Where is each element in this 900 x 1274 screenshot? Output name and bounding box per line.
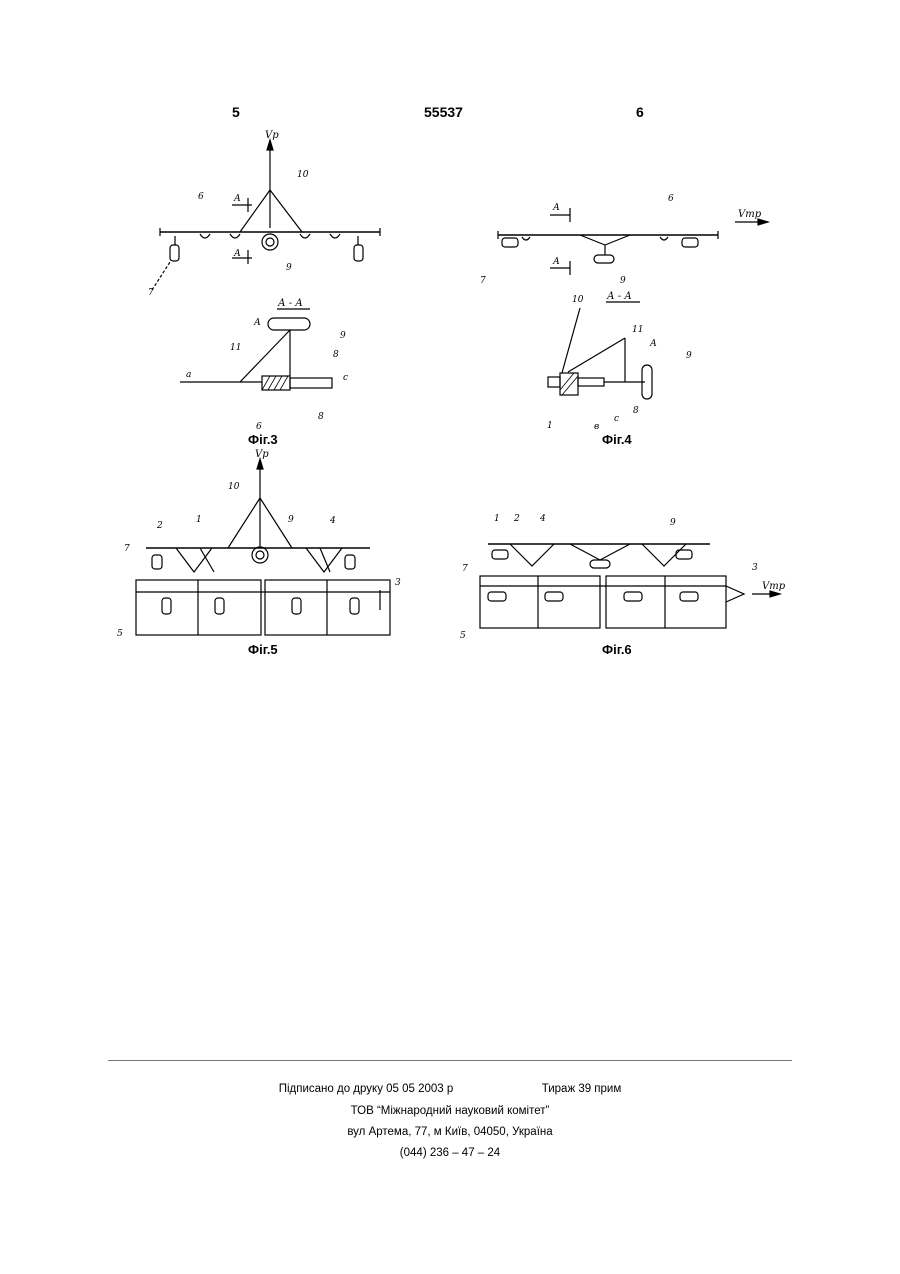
label-10: 10 [572,295,584,305]
fig5-drawing: Vр 10 9 4 1 2 7 3 5 [117,449,401,639]
fig3-caption: Фіг.3 [248,432,278,447]
label-10: 10 [297,170,309,180]
label-1: 1 [494,514,500,524]
footer-phone: (044) 236 – 47 – 24 [0,1147,900,1159]
label-10: 10 [228,482,240,492]
footer-address: вул Артема, 77, м Київ, 04050, Україна [0,1126,900,1138]
label-3: 3 [752,563,758,573]
section-title: А - А [606,291,632,302]
label-7: 7 [480,276,486,286]
label-2: 2 [513,514,520,524]
label-3: 3 [395,578,401,588]
label-big-a: А [649,339,657,349]
label-6: 6 [256,422,262,432]
label-9: 9 [288,515,294,525]
label-7: 7 [124,544,130,554]
footer-signed-line: Підписано до друку 05 05 2003 р Тираж 39… [0,1083,900,1095]
footer-divider [108,1060,792,1061]
label-1: 1 [196,515,202,525]
patent-drawings: Vр А А 6 10 9 7 Vтр А А 6 9 7 [0,0,900,700]
label-7: 7 [462,564,468,574]
label-11: 11 [230,343,241,353]
footer-signed: Підписано до друку 05 05 2003 р [279,1083,454,1095]
section-mark-a: А [552,203,560,213]
label-1: 1 [547,421,553,431]
fig4-caption: Фіг.4 [602,432,632,447]
velocity-label-vtr: Vтр [738,209,762,220]
section-title: А - А [277,298,303,309]
label-4: 4 [539,514,546,524]
label-5: 5 [460,631,466,641]
section-mark-a: А [233,249,241,259]
label-8: 8 [333,350,339,360]
fig3-section: А - А a 11 А 9 8 c 8 6 [180,298,348,432]
label-c: c [614,414,619,424]
label-c: c [343,373,348,383]
label-2: 2 [156,521,163,531]
label-4: 4 [329,516,336,526]
label-a: a [186,370,191,380]
fig6-drawing: Vтр 1 2 4 9 7 3 5 [460,514,786,641]
label-9: 9 [686,351,692,361]
label-9: 9 [620,276,626,286]
label-6: 6 [668,194,674,204]
section-mark-a: А [233,194,241,204]
label-9: 9 [286,263,292,273]
footer-organization: ТОВ “Міжнародний науковий комітет” [0,1105,900,1117]
label-b: в [594,422,599,432]
label-9: 9 [670,518,676,528]
footer-circulation: Тираж 39 прим [542,1083,622,1095]
label-11: 11 [632,325,643,335]
label-5: 5 [117,629,123,639]
label-big-a: А [253,318,261,328]
label-8: 8 [633,406,639,416]
top-right-drawing: Vтр А А 6 9 7 [480,194,768,286]
velocity-label-vp: Vр [265,130,279,141]
top-left-drawing: Vр А А 6 10 9 7 [148,130,380,298]
velocity-label-vtr: Vтр [762,581,786,592]
label-7: 7 [148,288,154,298]
label-9: 9 [340,331,346,341]
fig5-caption: Фіг.5 [248,642,278,657]
section-mark-a: А [552,257,560,267]
label-6: 6 [198,192,204,202]
fig4-section: А - А 10 11 А 9 1 в c 8 [547,291,692,432]
velocity-label-vp: Vр [255,449,269,460]
fig6-caption: Фіг.6 [602,642,632,657]
label-8: 8 [318,412,324,422]
